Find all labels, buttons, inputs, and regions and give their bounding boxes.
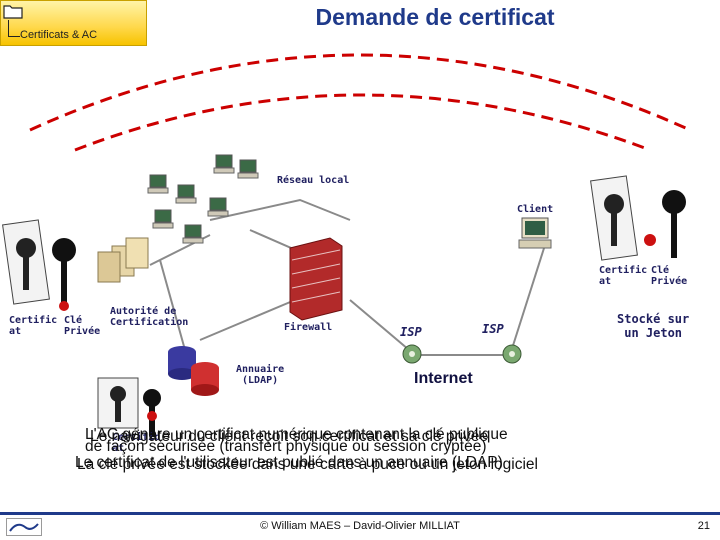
label-stocke: Stocké sur un Jeton <box>617 312 690 340</box>
client-computer <box>518 217 552 249</box>
lan-computers <box>147 154 259 244</box>
animation-text-line: Le certificat de l'utilisateur est publi… <box>75 454 503 471</box>
breadcrumb: Certificats & AC <box>20 29 98 41</box>
tree-connector <box>8 20 20 37</box>
folder-icon <box>3 5 23 19</box>
page-title: Demande de certificat <box>315 4 555 30</box>
arc-outer <box>29 53 691 132</box>
page-number: 21 <box>697 520 710 532</box>
key-right <box>644 190 686 258</box>
animation-text-line: La clé privée est stockée dans une carte… <box>77 456 538 473</box>
label-certificat-right: Certific at <box>599 265 648 287</box>
certificate-bottom <box>97 377 139 429</box>
network-links <box>149 198 546 356</box>
label-certificat-left: Certific at <box>9 315 58 337</box>
key-bottom <box>143 389 161 436</box>
arc-inner <box>74 93 651 152</box>
footer-logo <box>6 518 42 536</box>
firewall <box>289 237 343 321</box>
animation-text-line: de façon sécurisée (transfert physique o… <box>85 438 487 455</box>
ldap-databases <box>168 346 219 396</box>
animation-text-stack: L'AC génère un certificat numérique cont… <box>75 426 705 488</box>
label-isp-right: ISP <box>482 322 504 336</box>
label-cle-right: Clé Privée <box>651 265 688 287</box>
footer-credit: © William MAES – David-Olivier MILLIAT <box>260 520 460 532</box>
key-left <box>52 238 76 311</box>
isp-node-right <box>502 344 522 364</box>
label-internet: Internet <box>414 370 473 387</box>
footer-divider <box>0 512 720 515</box>
ca-servers <box>97 237 149 283</box>
label-annuaire: Annuaire (LDAP) <box>236 364 285 386</box>
header-banner <box>0 0 147 46</box>
label-client: Client <box>517 204 554 215</box>
animation-text-line: L'AC génère un certificat numérique cont… <box>85 426 508 443</box>
certificate-left <box>2 219 50 305</box>
label-isp-left: ISP <box>400 325 422 339</box>
label-certificat-bottom: Certific at <box>112 432 161 454</box>
label-autorite: Autorité de Certification <box>110 306 189 328</box>
label-reseau-local: Réseau local <box>277 175 350 186</box>
certificate-right <box>590 175 638 261</box>
isp-node-left <box>402 344 422 364</box>
animation-text-line: Le navigateur du client reçoit son certi… <box>90 428 489 445</box>
label-firewall: Firewall <box>284 322 333 333</box>
label-cle-left: Clé Privée <box>64 315 101 337</box>
